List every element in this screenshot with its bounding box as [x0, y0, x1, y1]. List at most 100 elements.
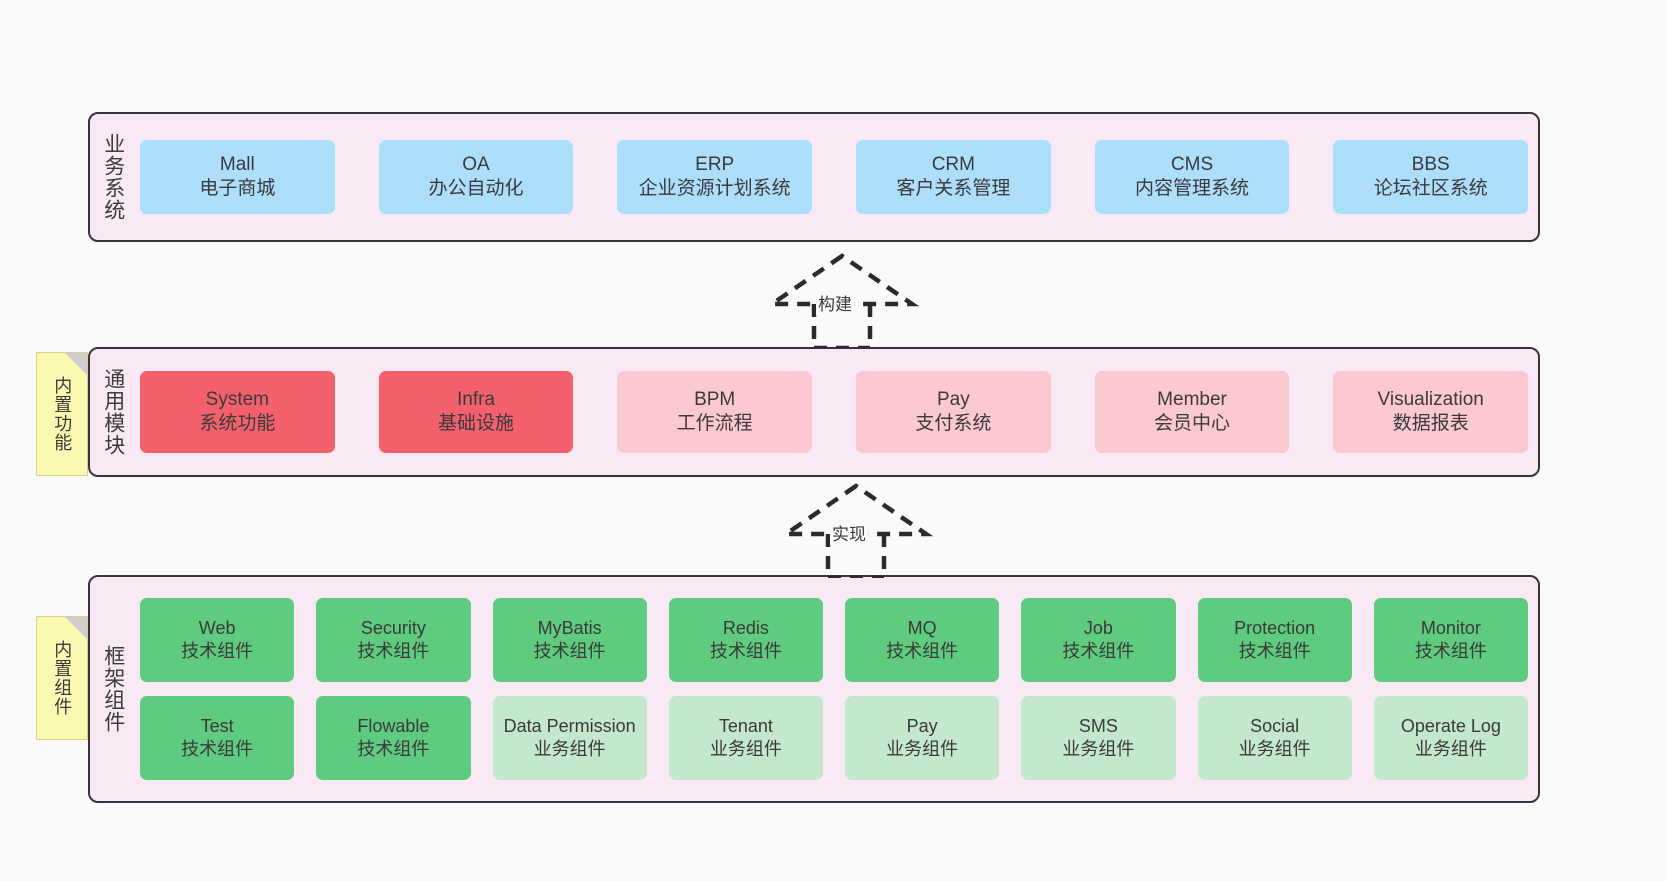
card-subtitle: 技术组件 [1238, 641, 1311, 661]
card-social[interactable]: Social 业务组件 [1197, 696, 1352, 780]
card-erp[interactable]: ERP 企业资源计划系统 [617, 140, 813, 214]
card-mall[interactable]: Mall 电子商城 [140, 140, 335, 214]
card-data-permission[interactable]: Data Permission 业务组件 [492, 696, 647, 780]
note-builtin-components: 内置组件 [36, 616, 88, 740]
card-title: MyBatis [537, 617, 602, 638]
card-title: Protection [1234, 617, 1316, 638]
card-subtitle: 基础设施 [438, 413, 515, 434]
note-builtin-functions: 内置功能 [36, 352, 88, 476]
card-title: Member [1157, 388, 1227, 410]
card-subtitle: 技术组件 [181, 641, 254, 661]
card-cms[interactable]: CMS 内容管理系统 [1094, 140, 1290, 214]
card-tenant[interactable]: Tenant 业务组件 [668, 696, 823, 780]
card-subtitle: 会员中心 [1154, 413, 1231, 434]
card-subtitle: 业务组件 [886, 739, 959, 759]
card-subtitle: 内容管理系统 [1135, 178, 1250, 199]
card-subtitle: 技术组件 [1414, 641, 1487, 661]
layer-label-common-modules: 通用模块 [101, 368, 125, 456]
card-subtitle: 技术组件 [886, 641, 959, 661]
card-title: MQ [907, 617, 937, 638]
card-subtitle: 技术组件 [357, 739, 430, 759]
card-title: BBS [1411, 153, 1450, 175]
card-title: ERP [695, 153, 735, 175]
card-test[interactable]: Test 技术组件 [140, 696, 295, 780]
card-subtitle: 电子商城 [199, 178, 276, 199]
card-row: System 系统功能 Infra 基础设施 BPM 工作流程 Pay 支付系统 Member 会… [140, 371, 1529, 453]
card-title: System [205, 388, 270, 410]
card-title: Redis [722, 617, 769, 638]
card-security[interactable]: Security 技术组件 [316, 598, 471, 682]
card-title: SMS [1078, 715, 1118, 736]
card-title: Security [360, 617, 426, 638]
card-subtitle: 工作流程 [676, 413, 753, 434]
card-title: Web [198, 617, 236, 638]
card-subtitle: 技术组件 [1062, 641, 1135, 661]
card-subtitle: 办公自动化 [428, 178, 524, 199]
card-title: OA [462, 153, 490, 175]
card-title: Mall [219, 153, 255, 175]
card-subtitle: 技术组件 [357, 641, 430, 661]
card-mybatis[interactable]: MyBatis 技术组件 [492, 598, 647, 682]
connector-implement-label: 实现 [830, 520, 868, 545]
layer-label-business-systems: 业务系统 [101, 133, 125, 221]
card-mq[interactable]: MQ 技术组件 [845, 598, 1000, 682]
card-title: CRM [931, 153, 975, 175]
card-subtitle: 业务组件 [1414, 739, 1487, 759]
card-subtitle: 论坛社区系统 [1373, 178, 1488, 199]
connector-build-label: 构建 [816, 290, 854, 315]
card-title: Test [200, 715, 234, 736]
card-title: BPM [694, 388, 736, 410]
card-title: Pay [906, 715, 938, 736]
layer-body-business-systems: Mall 电子商城 OA 办公自动化 ERP 企业资源计划系统 CRM 客户关系管理 CMS 内容… [136, 114, 1538, 240]
card-visualization[interactable]: Visualization 数据报表 [1333, 371, 1529, 453]
card-title: Data Permission [503, 715, 636, 736]
card-row: Mall 电子商城 OA 办公自动化 ERP 企业资源计划系统 CRM 客户关系管理 CMS 内容… [140, 140, 1529, 214]
layer-business-systems: 业务系统 Mall 电子商城 OA 办公自动化 ERP 企业资源计划系统 CRM 客户关系管理… [88, 112, 1540, 242]
card-title: Pay [936, 388, 970, 410]
card-subtitle: 数据报表 [1392, 413, 1469, 434]
card-job[interactable]: Job 技术组件 [1021, 598, 1176, 682]
card-flowable[interactable]: Flowable 技术组件 [316, 696, 471, 780]
card-title: Infra [456, 388, 496, 410]
card-title: Operate Log [1400, 715, 1501, 736]
card-oa[interactable]: OA 办公自动化 [378, 140, 574, 214]
card-pay[interactable]: Pay 业务组件 [845, 696, 1000, 780]
card-subtitle: 技术组件 [181, 739, 254, 759]
layer-framework-components: 框架组件 Web 技术组件 Security 技术组件 MyBatis 技术组件 Redis… [88, 575, 1540, 803]
card-subtitle: 支付系统 [915, 413, 992, 434]
card-bpm[interactable]: BPM 工作流程 [617, 371, 813, 453]
card-title: Job [1083, 617, 1113, 638]
card-title: Flowable [357, 715, 430, 736]
card-subtitle: 技术组件 [533, 641, 606, 661]
card-subtitle: 客户关系管理 [896, 178, 1011, 199]
card-subtitle: 业务组件 [709, 739, 782, 759]
card-system[interactable]: System 系统功能 [140, 371, 335, 453]
card-title: Social [1250, 715, 1300, 736]
card-crm[interactable]: CRM 客户关系管理 [856, 140, 1051, 214]
card-title: CMS [1170, 153, 1214, 175]
card-subtitle: 业务组件 [1238, 739, 1311, 759]
card-operate-log[interactable]: Operate Log 业务组件 [1373, 696, 1528, 780]
layer-body-common-modules: System 系统功能 Infra 基础设施 BPM 工作流程 Pay 支付系统 Member 会… [136, 349, 1538, 475]
card-subtitle: 业务组件 [533, 739, 606, 759]
card-web[interactable]: Web 技术组件 [140, 598, 295, 682]
layer-label-framework-components: 框架组件 [101, 645, 125, 733]
card-bbs[interactable]: BBS 论坛社区系统 [1333, 140, 1529, 214]
layer-common-modules: 通用模块 System 系统功能 Infra 基础设施 BPM 工作流程 Pay 支付系统 Me… [88, 347, 1540, 477]
card-subtitle: 系统功能 [199, 413, 276, 434]
card-title: Tenant [718, 715, 773, 736]
card-title: Visualization [1377, 388, 1484, 410]
card-subtitle: 企业资源计划系统 [638, 178, 791, 199]
card-protection[interactable]: Protection 技术组件 [1197, 598, 1352, 682]
card-member[interactable]: Member 会员中心 [1094, 371, 1290, 453]
card-sms[interactable]: SMS 业务组件 [1021, 696, 1176, 780]
card-infra[interactable]: Infra 基础设施 [378, 371, 574, 453]
card-pay[interactable]: Pay 支付系统 [856, 371, 1051, 453]
card-subtitle: 业务组件 [1062, 739, 1135, 759]
